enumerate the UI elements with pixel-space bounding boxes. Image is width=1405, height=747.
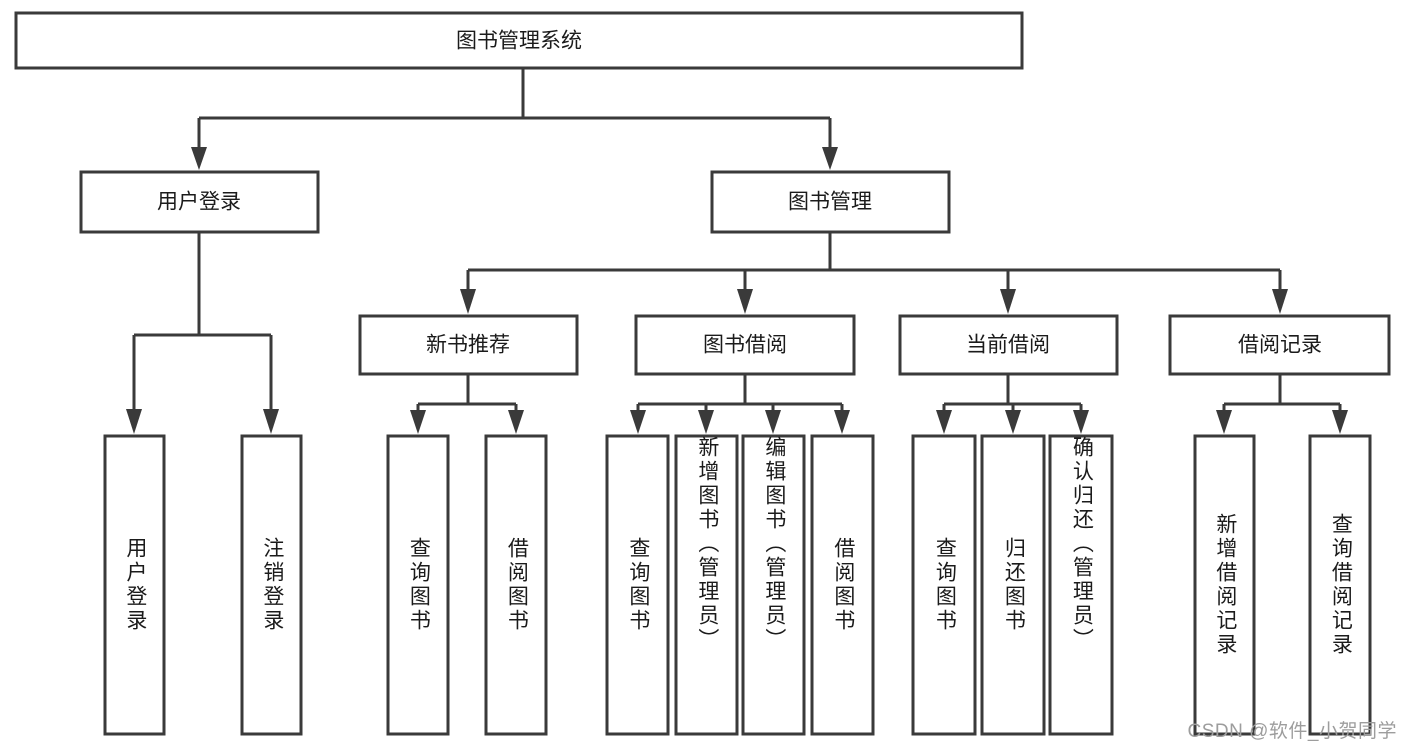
edges-current-borrow-to-leaves <box>936 374 1089 434</box>
arrowhead-new-book-recommend <box>460 289 476 314</box>
node-leaf-borrow-book-2[interactable] <box>810 434 875 736</box>
arrowhead-leaf-user-login <box>126 409 142 434</box>
arrowhead-book-mgmt <box>822 147 838 170</box>
node-leaf-logout[interactable] <box>240 434 303 736</box>
arrowhead-leaf-borrow-book-1 <box>508 410 524 434</box>
node-book-management-label: 图书管理 <box>788 191 872 214</box>
node-root[interactable] <box>14 11 1024 70</box>
node-new-book-recommend[interactable] <box>358 314 579 376</box>
node-current-borrow-label: 当前借阅 <box>966 334 1050 357</box>
arrowhead-leaf-logout <box>263 409 279 434</box>
arrowhead-leaf-add-book <box>698 410 714 434</box>
arrowhead-leaf-query-book-1 <box>410 410 426 434</box>
node-root-label: 图书管理系统 <box>456 30 582 53</box>
node-borrow-records[interactable] <box>1168 314 1391 376</box>
node-leaf-add-book[interactable] <box>674 434 739 736</box>
node-new-book-recommend-label: 新书推荐 <box>426 334 510 357</box>
node-leaf-user-login[interactable] <box>103 434 166 736</box>
node-leaf-return-book[interactable] <box>980 434 1046 736</box>
edges-book-mgmt-to-level3 <box>460 232 1288 314</box>
arrowhead-borrow-records <box>1272 289 1288 314</box>
node-leaf-query-record[interactable] <box>1308 434 1372 736</box>
edges-root-to-level2 <box>191 68 838 170</box>
node-leaf-query-book-2[interactable] <box>605 434 670 736</box>
node-leaf-confirm-return[interactable] <box>1048 434 1114 736</box>
arrowhead-book-borrow <box>737 289 753 314</box>
node-borrow-records-label: 借阅记录 <box>1238 334 1322 357</box>
edges-user-login-to-leaves <box>126 232 279 434</box>
arrowhead-leaf-confirm-return <box>1073 410 1089 434</box>
arrowhead-current-borrow <box>1000 289 1016 314</box>
csdn-watermark: CSDN @软件_小贺同学 <box>1187 721 1397 742</box>
node-leaf-query-book-1[interactable] <box>386 434 450 736</box>
edges-book-borrow-to-leaves <box>630 374 850 434</box>
arrowhead-leaf-query-record <box>1332 410 1348 434</box>
arrowhead-leaf-edit-book <box>765 410 781 434</box>
arrowhead-leaf-query-book-2 <box>630 410 646 434</box>
node-leaf-borrow-book-1[interactable] <box>484 434 548 736</box>
node-user-login-label: 用户登录 <box>157 191 241 214</box>
node-leaf-edit-book[interactable] <box>741 434 806 736</box>
node-leaf-query-book-3[interactable] <box>911 434 977 736</box>
arrowhead-leaf-query-book-3 <box>936 410 952 434</box>
arrowhead-leaf-add-record <box>1216 410 1232 434</box>
node-book-management[interactable] <box>710 170 951 234</box>
node-book-borrow-label: 图书借阅 <box>703 334 787 357</box>
node-user-login[interactable] <box>79 170 320 234</box>
arrowhead-leaf-borrow-book-2 <box>834 410 850 434</box>
node-leaf-add-record[interactable] <box>1193 434 1256 736</box>
node-current-borrow[interactable] <box>898 314 1119 376</box>
arrowhead-user-login <box>191 147 207 170</box>
edges-new-book-to-leaves <box>410 374 524 434</box>
node-book-borrow[interactable] <box>634 314 856 376</box>
arrowhead-leaf-return-book <box>1005 410 1021 434</box>
edges-borrow-records-to-leaves <box>1216 374 1348 434</box>
